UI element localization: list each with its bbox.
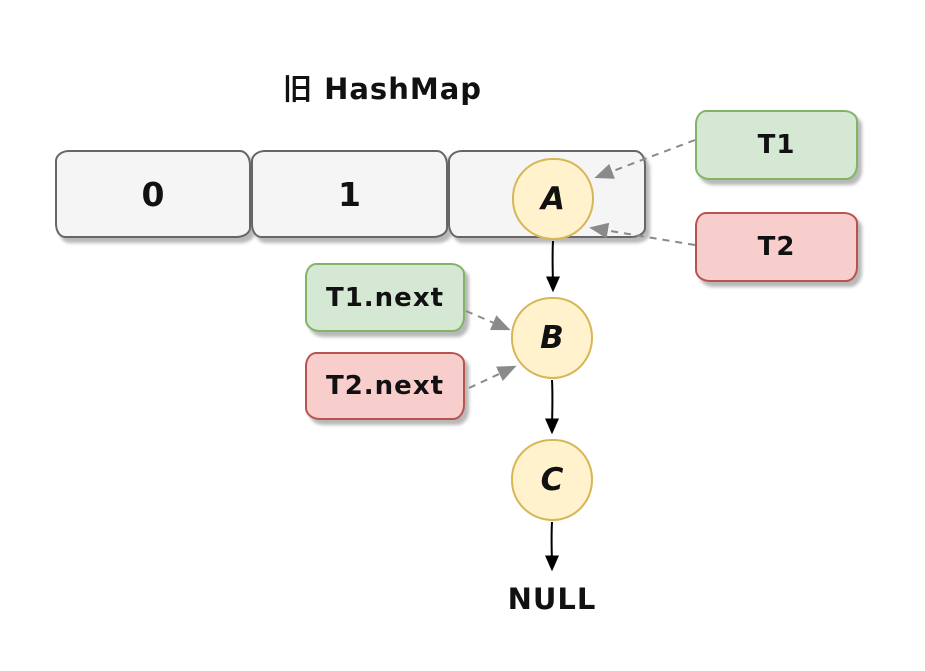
bucket-0: 0 [55, 150, 251, 238]
thread-t1-label: T1 [757, 130, 796, 160]
bucket-0-label: 0 [141, 174, 165, 214]
list-node-c: C [511, 439, 593, 521]
thread-t2-label: T2 [757, 232, 796, 262]
node-c-label: C [540, 462, 564, 498]
node-a-label: A [541, 181, 565, 217]
thread-t2-next-label: T2.next [325, 371, 445, 401]
bucket-1: 1 [251, 150, 448, 238]
null-terminator-label: NULL [507, 582, 597, 616]
thread-box-t2-next: T2.next [305, 352, 465, 420]
dashed-arrow-t1next-to-b [465, 310, 511, 331]
thread-t1-next-label: T1.next [325, 282, 445, 313]
dashed-arrow-t2next-to-b [468, 365, 517, 389]
thread-box-t1: T1 [695, 110, 858, 180]
list-node-a: A [512, 158, 594, 240]
diagram-title: 旧 HashMap [283, 72, 483, 106]
list-node-b: B [511, 297, 593, 379]
thread-box-t2: T2 [695, 212, 858, 282]
bucket-1-label: 1 [338, 174, 361, 214]
thread-box-t1-next: T1.next [305, 263, 465, 332]
node-b-label: B [540, 320, 564, 356]
